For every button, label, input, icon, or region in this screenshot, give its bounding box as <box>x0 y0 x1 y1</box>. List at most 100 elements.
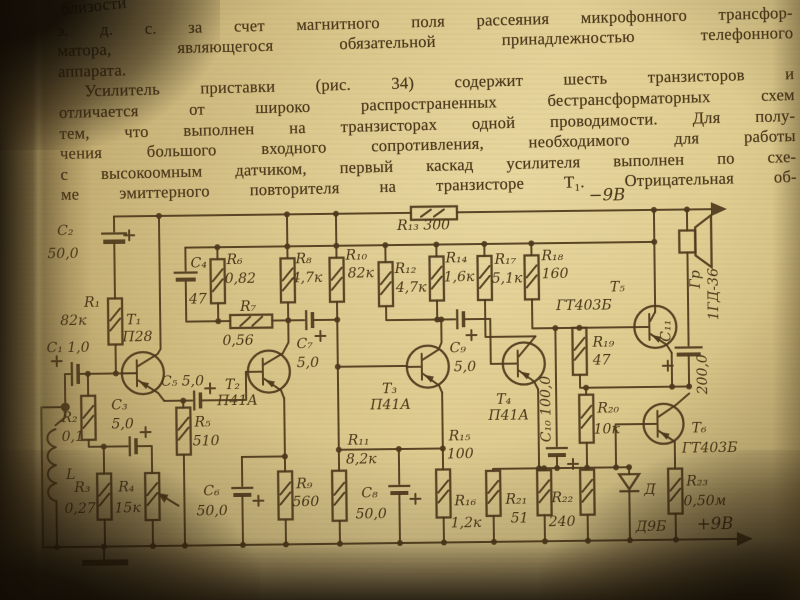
transistor-t3 <box>405 318 450 394</box>
label-t1: T₁ <box>126 312 141 328</box>
resistor-r20 <box>578 393 595 444</box>
speaker <box>678 212 713 270</box>
label-r6-value: 0,82 <box>225 271 256 287</box>
label-t5: T₅ <box>610 279 626 295</box>
label-r12-value: 4,7к <box>395 280 427 296</box>
transistor-t4 <box>501 335 546 391</box>
resistor-r14 <box>428 255 446 302</box>
label-c5: C₅ 5,0 <box>161 373 204 390</box>
label-r16-value: 1,2к <box>451 515 482 531</box>
label-r22: R₂₂ <box>550 490 573 506</box>
label-c1: C₁ 1,0 <box>46 340 89 357</box>
ground-symbol <box>82 559 129 566</box>
label-r10-value: 82к <box>348 265 375 281</box>
capacitor-c4 <box>173 271 198 282</box>
label-c2: C₂ <box>57 223 74 239</box>
transistor-t1 <box>120 216 166 402</box>
resistor-r13 <box>409 205 459 222</box>
label-r7-value: 0,56 <box>222 333 253 349</box>
label-t2-type: П41А <box>216 393 258 410</box>
label-c9-value: 5,0 <box>454 359 477 375</box>
label-neg-supply: −9В <box>589 185 626 204</box>
label-r20: R₂₀ <box>596 400 619 416</box>
label-r1-value: 82к <box>60 313 87 329</box>
pos-rail-arrow <box>736 531 753 546</box>
label-t3: T₃ <box>382 381 398 397</box>
resistor-r22 <box>578 468 596 516</box>
label-r6: R₆ <box>225 252 243 268</box>
label-c4-value: 47 <box>188 291 207 307</box>
label-r5: R₅ <box>193 414 211 430</box>
capacitor-c8 <box>388 484 422 505</box>
label-r14: R₁₄ <box>444 250 467 266</box>
label-t3-type: П41А <box>369 397 411 414</box>
label-r9: R₉ <box>295 476 313 492</box>
label-t2: T₂ <box>225 377 241 393</box>
resistor-r21 <box>535 469 553 517</box>
label-c8-value: 50,0 <box>356 506 387 522</box>
label-r4-value: 15к <box>114 500 141 516</box>
label-r4: R₄ <box>117 479 135 495</box>
label-r7: R₇ <box>239 299 257 315</box>
resistor-r15 <box>434 468 452 519</box>
label-c11: C₁₁ <box>658 320 674 342</box>
label-r23: R₂₃ <box>685 473 708 489</box>
label-r20-value: 10к <box>594 421 621 437</box>
label-r21-value: 51 <box>511 510 529 526</box>
label-r3: R₃ <box>73 480 91 496</box>
resistor-r19 <box>571 326 589 377</box>
resistor-r5 <box>175 406 193 456</box>
transistors <box>120 216 691 445</box>
label-c7-value: 5,0 <box>297 355 320 371</box>
resistor-r9 <box>276 470 294 521</box>
label-c7: C₇ <box>296 336 313 352</box>
label-c9: C₉ <box>449 340 466 356</box>
label-r18: R₁₈ <box>540 248 563 264</box>
label-diode-type: Д9Б <box>635 519 667 535</box>
resistor-r11 <box>330 469 348 523</box>
capacitor-c7 <box>304 310 327 342</box>
label-speaker-model: 1ГД-36 <box>706 268 723 320</box>
label-r9-value: 560 <box>292 494 319 510</box>
label-t6-type: ГТ403Б <box>681 440 738 457</box>
label-r16: R₁₆ <box>453 493 476 509</box>
label-r23-value: 0,50м <box>683 493 726 510</box>
label-r10: R₁₀ <box>344 247 367 263</box>
resistor-r17 <box>476 254 494 302</box>
label-c3-value: 5,0 <box>111 416 134 432</box>
resistor-r23 <box>666 467 684 515</box>
resistor-r8 <box>279 257 297 304</box>
labels: C₂ 50,0 R₁ 82к T₁ П28 C₁ 1,0 R₂ 0,1 L R₃… <box>46 185 738 535</box>
label-c6: C₆ <box>203 483 220 499</box>
diode-d9b <box>616 472 642 493</box>
label-r17: R₁₇ <box>493 252 516 268</box>
resistor-r7 <box>229 313 274 330</box>
label-r8-value: 4,7к <box>291 270 323 286</box>
capacitor-c6 <box>231 486 265 507</box>
label-c10: C₁₀ 100,0 <box>538 376 555 443</box>
label-c2-value: 50,0 <box>47 246 78 262</box>
label-r17-value: 5,1к <box>492 270 523 286</box>
label-r5-value: 510 <box>193 433 220 449</box>
label-r2: R₂ <box>60 410 78 426</box>
label-r13: R₁₃ 300 <box>396 217 450 234</box>
resistor-r4 <box>143 471 180 522</box>
label-c4: C₄ <box>190 255 207 271</box>
label-r12: R₁₂ <box>394 261 417 277</box>
capacitor-c2 <box>101 229 136 245</box>
label-r8: R₈ <box>294 251 312 267</box>
label-r19-value: 47 <box>592 352 611 368</box>
capacitor-c9 <box>455 309 478 342</box>
label-r15: R₁₅ <box>448 428 471 444</box>
label-r21: R₂₁ <box>504 491 527 507</box>
label-t4-type: П41А <box>487 407 529 424</box>
label-r14-value: 1,6к <box>444 269 475 285</box>
label-t6: T₆ <box>691 420 707 436</box>
input-coil <box>46 428 58 503</box>
label-r19: R₁₉ <box>591 334 614 350</box>
capacitor-c11 <box>661 346 703 372</box>
label-t4: T₄ <box>496 392 512 408</box>
label-r11-value: 8,2к <box>346 451 377 467</box>
